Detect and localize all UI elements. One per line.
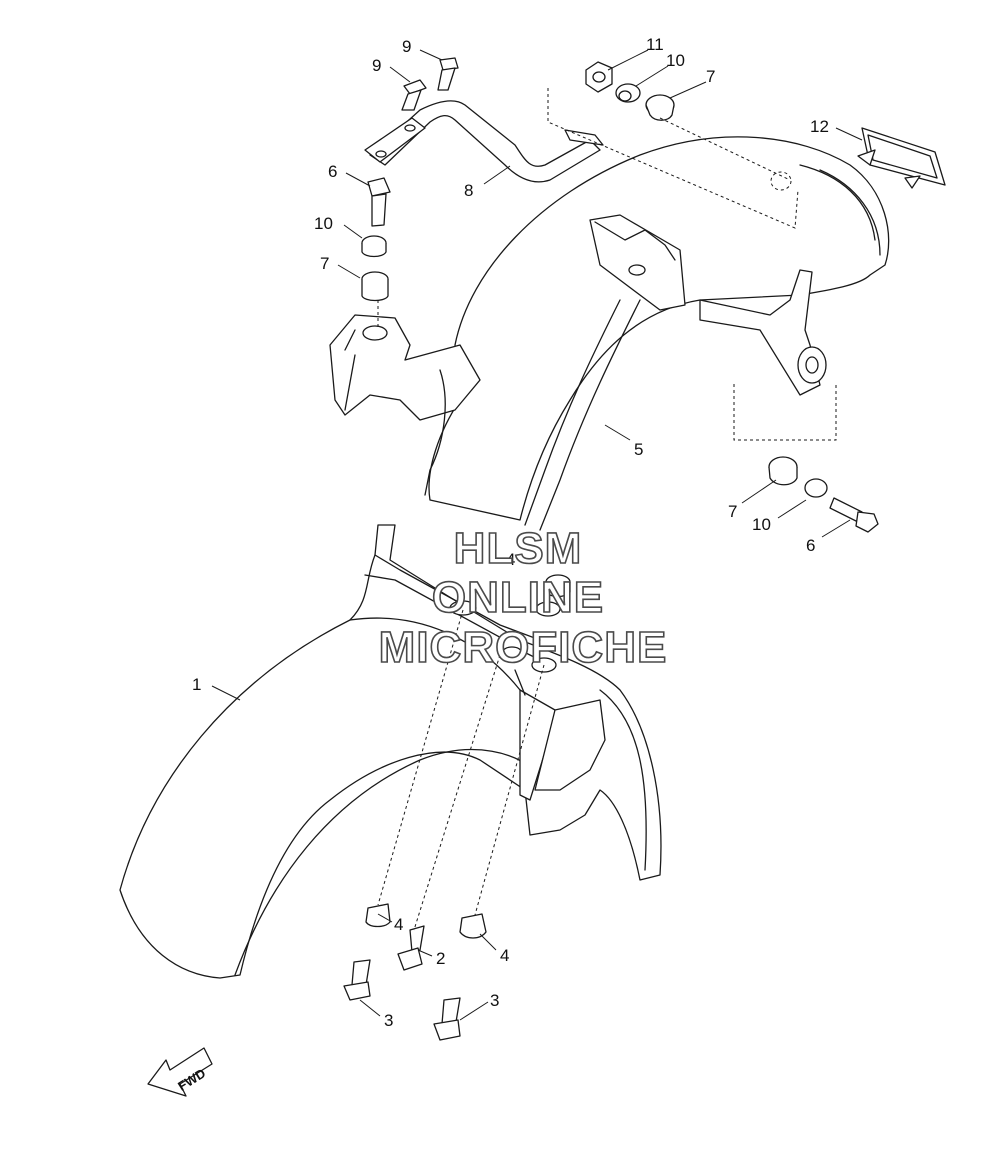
callout-6-right: 6 <box>806 536 815 555</box>
callout-1: 1 <box>192 675 201 694</box>
callout-10-upper: 10 <box>314 214 333 233</box>
part-9-bolt-left <box>401 79 427 111</box>
callout-10-top: 10 <box>666 51 685 70</box>
part-8-stay <box>364 100 604 183</box>
part-2-screw <box>397 925 425 971</box>
part-10-collar-upper <box>361 235 387 258</box>
callout-labels: 9 9 6 10 7 8 11 10 7 12 1 5 7 10 6 4 4 2… <box>192 35 829 1030</box>
part-9-bolt-right <box>437 57 459 91</box>
callout-4-left: 4 <box>394 915 403 934</box>
callout-11: 11 <box>646 35 664 54</box>
part-6-bolt-right <box>829 497 879 533</box>
watermark: HLSM ONLINE MICROFICHE <box>378 523 668 673</box>
callout-9-left: 9 <box>372 56 381 75</box>
watermark-line-3: MICROFICHE <box>379 623 668 672</box>
part-11-nut <box>585 61 613 93</box>
part-7-damper-top <box>645 94 675 121</box>
part-10-collar-top <box>615 83 641 103</box>
callout-4-top: 4 <box>506 550 515 569</box>
part-6-bolt-upper <box>367 177 391 227</box>
part-4-collar-top <box>545 574 571 598</box>
callout-8: 8 <box>464 181 473 200</box>
part-7-damper-right <box>768 456 798 486</box>
part-12-reflector <box>857 127 946 189</box>
callout-7-upper: 7 <box>320 254 329 273</box>
callout-2: 2 <box>436 949 445 968</box>
callout-3-right: 3 <box>490 991 499 1010</box>
callout-5: 5 <box>634 440 643 459</box>
part-3-bolt-right <box>433 997 461 1041</box>
assembly-lines <box>377 88 837 931</box>
part-1-front-fender <box>119 524 662 979</box>
callout-6-upper: 6 <box>328 162 337 181</box>
callout-7-right: 7 <box>728 502 737 521</box>
part-7-damper-upper <box>361 271 389 302</box>
watermark-line-2: ONLINE <box>432 573 604 622</box>
part-4-collar-left <box>365 903 391 928</box>
part-3-bolt-left <box>343 959 371 1001</box>
leader-lines <box>211 49 863 1021</box>
callout-7-top: 7 <box>706 67 715 86</box>
callout-4-right: 4 <box>500 946 509 965</box>
callout-3-left: 3 <box>384 1011 393 1030</box>
callout-9-right: 9 <box>402 37 411 56</box>
part-10-collar-right <box>804 478 828 498</box>
part-4-collar-right <box>459 913 487 939</box>
fwd-arrow-icon: FWD <box>147 1047 213 1097</box>
watermark-line-1: HLSM <box>454 524 583 573</box>
part-5-upper-fender <box>329 136 890 531</box>
callout-12: 12 <box>810 117 829 136</box>
callout-10-right: 10 <box>752 515 771 534</box>
